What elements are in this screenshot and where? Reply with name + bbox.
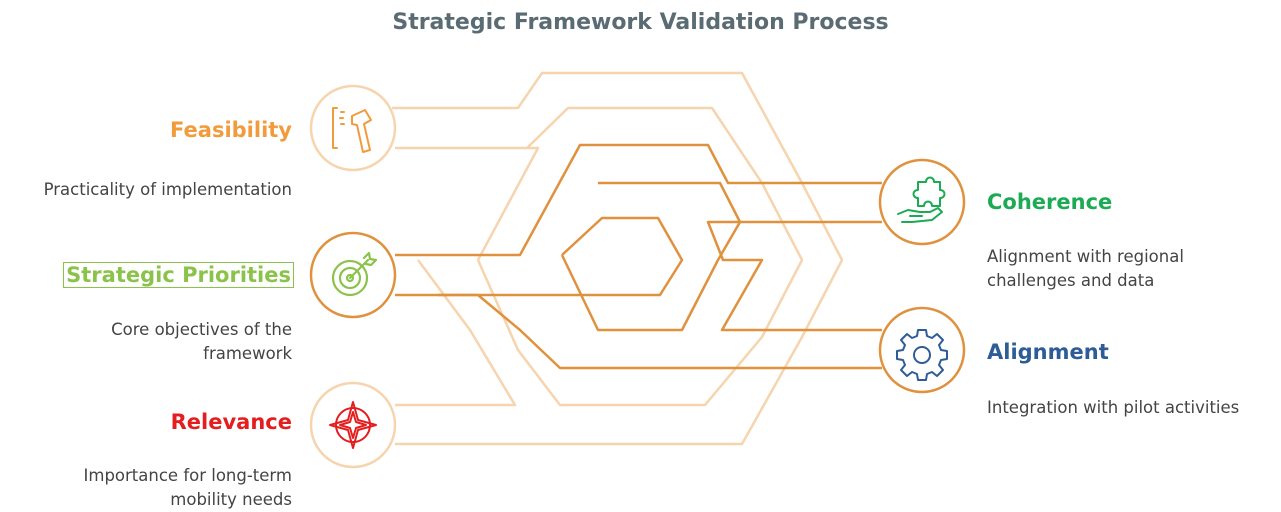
page-title: Strategic Framework Validation Process	[392, 10, 889, 35]
compass-icon	[329, 401, 377, 449]
dark-pipes	[395, 143, 882, 370]
pipe-strategic-to-coherence	[395, 143, 882, 257]
feasibility-label: Feasibility	[170, 118, 292, 142]
pipe-relevance-light	[395, 259, 517, 407]
coherence-circle	[878, 158, 966, 246]
feasibility-circle	[309, 84, 397, 172]
light-pipes	[392, 71, 844, 446]
pipe-strategic-inner	[395, 216, 684, 297]
pipe-coherence-inner	[706, 220, 882, 332]
pipe-strategic-to-alignment	[438, 293, 882, 370]
hammer-icon	[332, 107, 372, 153]
coherence-description: Alignment with regional challenges and d…	[987, 247, 1184, 290]
pipe-feasibility-light	[392, 71, 844, 446]
pipe-middle-chevron	[560, 181, 742, 332]
gear-icon	[896, 329, 948, 381]
strategic-priorities-label: Strategic Priorities	[63, 262, 294, 288]
alignment-description: Integration with pilot activities	[987, 398, 1240, 417]
puzzle-hand-icon	[897, 176, 946, 223]
relevance-circle	[309, 381, 397, 469]
relevance-label: Relevance	[170, 410, 292, 434]
strategic-priorities-description: Core objectives of the framework	[111, 320, 292, 363]
target-icon	[331, 251, 378, 297]
alignment-label: Alignment	[987, 340, 1109, 364]
pipe-feasibility-light-lower	[395, 106, 804, 407]
relevance-description: Importance for long-term mobility needs	[83, 466, 292, 509]
feasibility-description: Practicality of implementation	[43, 180, 292, 199]
coherence-label: Coherence	[987, 190, 1113, 214]
